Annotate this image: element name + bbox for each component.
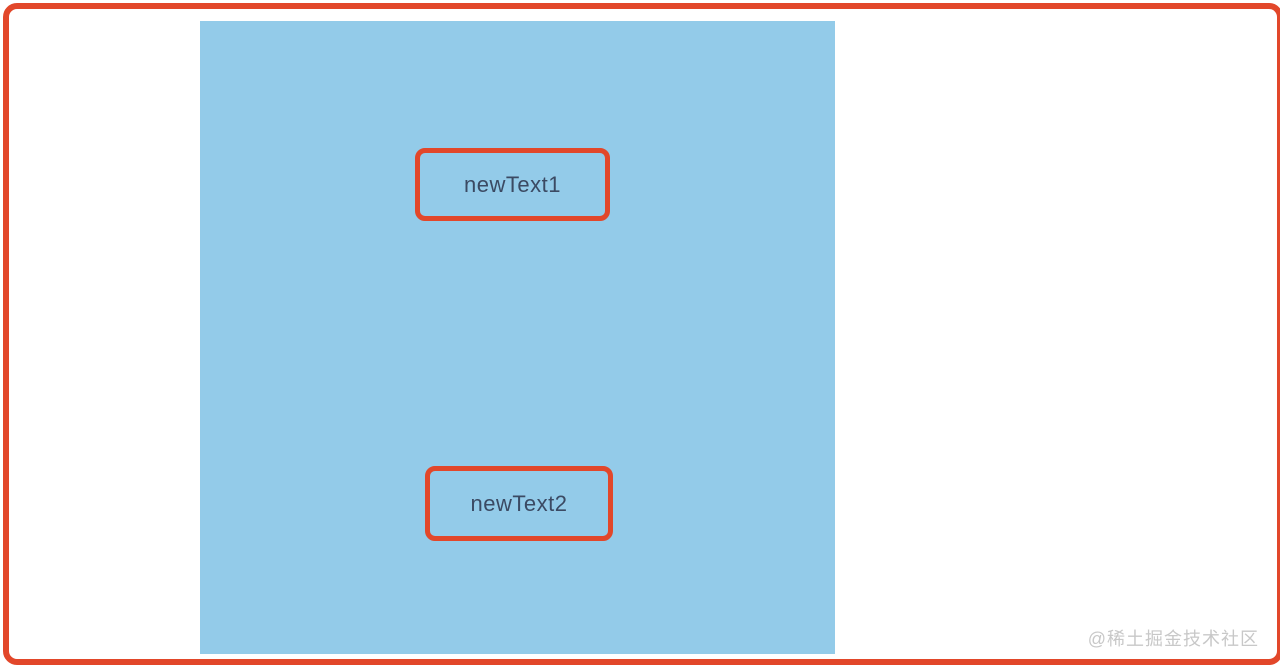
text-object-1-label: newText1	[464, 171, 561, 197]
text-object-2[interactable]: newText2	[425, 466, 613, 541]
text-object-2-label: newText2	[470, 490, 568, 516]
text-object-1[interactable]: newText1	[415, 148, 610, 221]
watermark: @稀土掘金技术社区	[1087, 629, 1259, 649]
canvas-area[interactable]: newText1 newText2	[200, 21, 835, 654]
page-frame: newText1 newText2 @稀土掘金技术社区	[3, 3, 1280, 665]
